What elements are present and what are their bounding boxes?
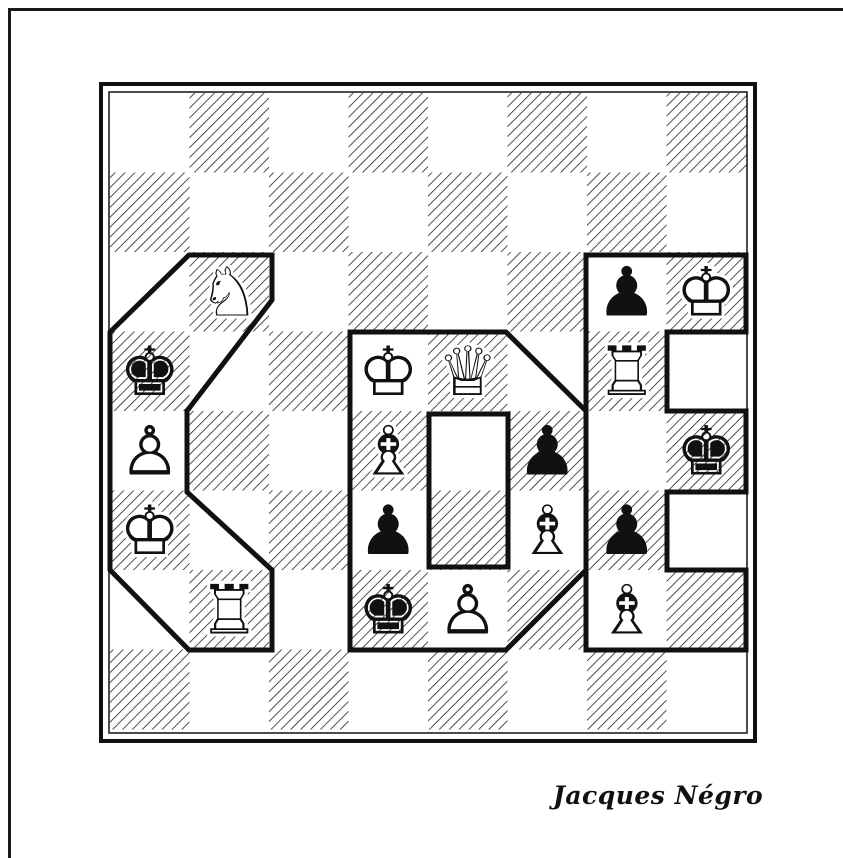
white-rook-icon: ♖ bbox=[199, 572, 260, 651]
dark-square-a7 bbox=[110, 173, 190, 253]
hatched-square-e3 bbox=[430, 493, 506, 569]
dark-square-e7 bbox=[428, 173, 508, 253]
blank-square-e4 bbox=[430, 413, 506, 489]
black-pawn-icon: ♟ bbox=[358, 492, 419, 571]
black-king-icon: ♚ bbox=[358, 572, 419, 651]
black-king-icon: ♚ bbox=[676, 413, 737, 492]
blank-square-h3 bbox=[669, 493, 745, 569]
blank-square-h5 bbox=[669, 334, 745, 410]
white-bishop-icon: ♗ bbox=[517, 492, 578, 571]
white-king-icon: ♔ bbox=[358, 333, 419, 412]
light-square-c6 bbox=[269, 252, 349, 332]
light-square-c2 bbox=[269, 570, 349, 650]
dark-square-c1 bbox=[269, 650, 349, 730]
dark-square-h2 bbox=[667, 570, 747, 650]
light-square-b7 bbox=[190, 173, 270, 253]
light-square-f7 bbox=[508, 173, 588, 253]
light-square-h1 bbox=[667, 650, 747, 730]
white-queen-icon: ♕ bbox=[437, 333, 498, 412]
light-square-c8 bbox=[269, 93, 349, 173]
light-square-e8 bbox=[428, 93, 508, 173]
dark-square-c3 bbox=[269, 491, 349, 571]
black-pawn-icon: ♟ bbox=[596, 254, 657, 333]
light-square-c4 bbox=[269, 411, 349, 491]
dark-square-f8 bbox=[508, 93, 588, 173]
light-square-b5 bbox=[190, 332, 270, 412]
dark-square-a1 bbox=[110, 650, 190, 730]
dark-square-f6 bbox=[508, 252, 588, 332]
light-square-g4 bbox=[587, 411, 667, 491]
light-square-f1 bbox=[508, 650, 588, 730]
white-bishop-icon: ♗ bbox=[596, 572, 657, 651]
dark-square-e1 bbox=[428, 650, 508, 730]
dark-square-b8 bbox=[190, 93, 270, 173]
dark-square-b4 bbox=[190, 411, 270, 491]
author-signature: Jacques Négro bbox=[553, 781, 763, 810]
white-king-icon: ♔ bbox=[676, 254, 737, 333]
white-pawn-icon: ♙ bbox=[119, 413, 180, 492]
white-knight-icon: ♘ bbox=[199, 254, 260, 333]
white-pawn-icon: ♙ bbox=[437, 572, 498, 651]
dark-square-h8 bbox=[667, 93, 747, 173]
light-square-g8 bbox=[587, 93, 667, 173]
dark-square-g1 bbox=[587, 650, 667, 730]
black-king-icon: ♚ bbox=[119, 333, 180, 412]
black-pawn-icon: ♟ bbox=[596, 492, 657, 571]
black-pawn-icon: ♟ bbox=[517, 413, 578, 492]
dark-square-g7 bbox=[587, 173, 667, 253]
light-square-e6 bbox=[428, 252, 508, 332]
dark-square-d8 bbox=[349, 93, 429, 173]
white-bishop-icon: ♗ bbox=[358, 413, 419, 492]
dark-square-c5 bbox=[269, 332, 349, 412]
white-rook-icon: ♖ bbox=[596, 333, 657, 412]
dark-square-d6 bbox=[349, 252, 429, 332]
light-square-d1 bbox=[349, 650, 429, 730]
light-square-a8 bbox=[110, 93, 190, 173]
light-square-h7 bbox=[667, 173, 747, 253]
light-square-d7 bbox=[349, 173, 429, 253]
dark-square-c7 bbox=[269, 173, 349, 253]
white-king-icon: ♔ bbox=[119, 492, 180, 571]
light-square-b1 bbox=[190, 650, 270, 730]
